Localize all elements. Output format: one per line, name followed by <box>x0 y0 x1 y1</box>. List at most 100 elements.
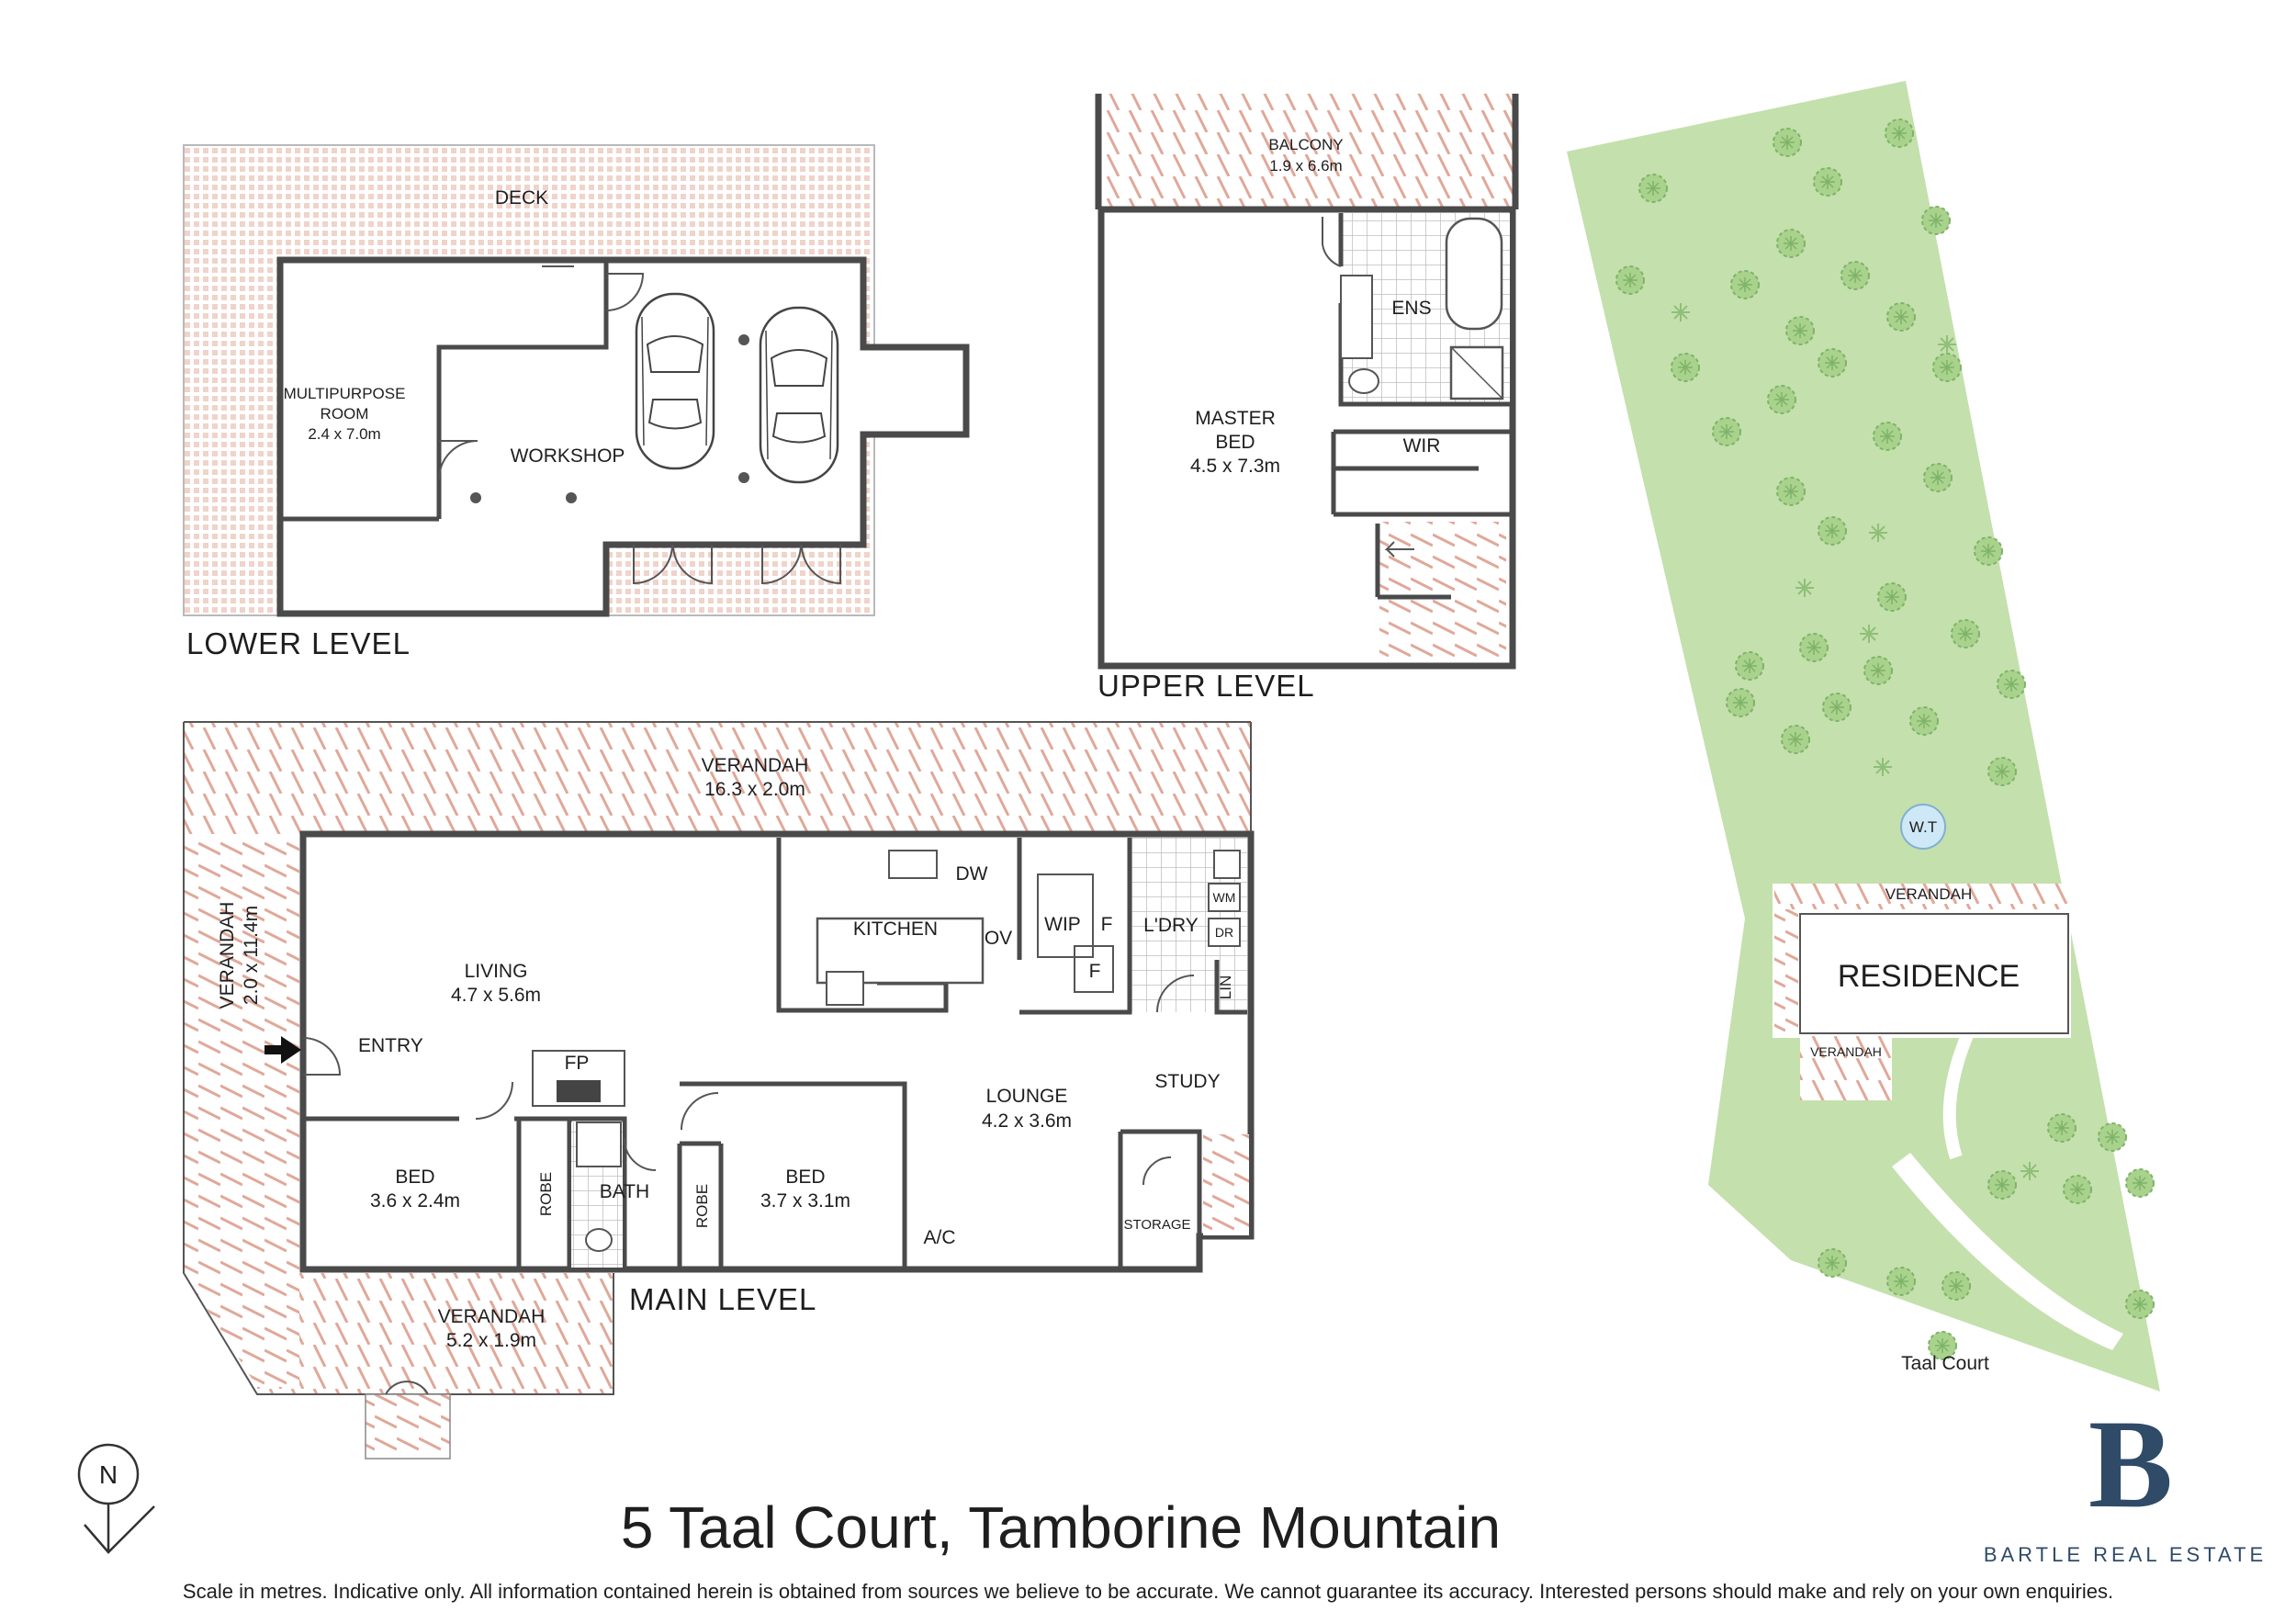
dw-label: DW <box>956 863 988 885</box>
bed1-door <box>475 1081 513 1120</box>
site-verandah-label: VERANDAH <box>1885 885 1972 903</box>
car-coupe <box>759 306 839 484</box>
tree <box>1840 261 1870 290</box>
garage-door-1 <box>633 544 713 585</box>
verandah-bottom <box>257 1273 613 1394</box>
wir-label: WIR <box>1403 435 1441 456</box>
tree <box>1813 167 1842 197</box>
street-label: Taal Court <box>1901 1353 1989 1374</box>
toilet <box>1348 368 1379 394</box>
master-size: 4.5 x 7.3m <box>1190 456 1280 477</box>
post <box>738 334 749 345</box>
master-label-2: BED <box>1215 432 1255 453</box>
living-label: LIVING <box>465 961 528 982</box>
garage-door-2 <box>761 544 841 585</box>
tree <box>1886 1267 1916 1296</box>
disclaimer: Scale in metres. Indicative only. All in… <box>183 1580 2113 1603</box>
kitchen-label: KITCHEN <box>853 919 938 940</box>
tree <box>2047 1113 2077 1143</box>
tree <box>1799 633 1829 662</box>
study-label: STUDY <box>1154 1071 1220 1092</box>
main-level-title: MAIN LEVEL <box>629 1282 816 1316</box>
storage-label: STORAGE <box>1123 1217 1190 1233</box>
car-convertible <box>635 292 715 470</box>
lower-walls <box>276 256 970 617</box>
robe2-walls <box>677 1141 724 1272</box>
storage-walls <box>1118 1129 1202 1269</box>
stair-arrow <box>1384 541 1414 558</box>
kitchen-sink <box>888 850 938 879</box>
bath-label: BATH <box>600 1181 649 1202</box>
site-verandah-small-label: VERANDAH <box>1810 1044 1882 1059</box>
post <box>738 472 749 483</box>
verandah-top-size: 16.3 x 2.0m <box>704 779 805 800</box>
tree <box>1863 656 1893 685</box>
residence-label: RESIDENCE <box>1838 959 2020 994</box>
storage-door <box>1142 1156 1172 1186</box>
tree <box>1932 353 1962 382</box>
tree <box>1941 1271 1971 1301</box>
tree <box>1877 582 1907 612</box>
upper-level-title: UPPER LEVEL <box>1097 669 1315 703</box>
bed2-door <box>681 1092 719 1131</box>
tree <box>1767 385 1796 414</box>
tree <box>1909 706 1939 736</box>
balcony-size: 1.9 x 6.6m <box>1269 157 1342 175</box>
tree <box>2125 1168 2155 1198</box>
site-verandah-small <box>1800 1036 1892 1100</box>
tree <box>2063 1175 2092 1204</box>
shrub <box>1868 523 1888 543</box>
post <box>470 492 481 503</box>
balcony-label: BALCONY <box>1268 136 1343 153</box>
tree <box>1923 463 1953 492</box>
laundry-label: L'DRY <box>1143 915 1199 936</box>
tree <box>1726 688 1755 717</box>
tree <box>1776 229 1806 258</box>
bath-door <box>624 1138 657 1171</box>
fireplace-hearth <box>557 1080 601 1102</box>
tree <box>1818 1248 1847 1278</box>
workshop-label: WORKSHOP <box>511 445 625 467</box>
verandah-bottom-size: 5.2 x 1.9m <box>446 1330 536 1351</box>
shrub <box>1859 624 1879 644</box>
tree <box>1638 174 1668 203</box>
lower-level: DECK MULTIPURPOSE ROOM 2.4 x 7.0m WORKSH… <box>183 144 970 660</box>
workshop-door <box>605 273 645 311</box>
deck-label: DECK <box>495 187 548 209</box>
tree <box>1997 670 2026 699</box>
front-gate <box>385 1381 429 1395</box>
tree <box>1773 128 1802 157</box>
brand-name: BARTLE REAL ESTATE <box>1984 1543 2267 1566</box>
wip-label: WIP <box>1044 914 1081 935</box>
cooktop <box>826 971 864 1006</box>
site-verandah-top <box>1774 884 2069 909</box>
dr-label: DR <box>1215 925 1233 940</box>
lounge-label: LOUNGE <box>986 1086 1068 1107</box>
entry-label: ENTRY <box>358 1035 423 1056</box>
tree <box>1886 302 1916 332</box>
fridge <box>1074 945 1114 993</box>
workshop-wall <box>436 260 609 519</box>
shrub <box>1873 757 1893 777</box>
brand-logo: B BARTLE REAL ESTATE <box>1984 1393 2267 1566</box>
bed2-label: BED <box>785 1167 825 1188</box>
tree <box>1974 536 2003 566</box>
lounge-size: 4.2 x 3.6m <box>982 1110 1072 1132</box>
tree <box>1987 1170 2017 1200</box>
washing-machine <box>1208 883 1241 912</box>
ac-label: A/C <box>923 1227 955 1248</box>
bed1-label: BED <box>395 1167 434 1188</box>
robe1-label: ROBE <box>537 1172 555 1216</box>
water-tank-label: W.T <box>1909 818 1937 836</box>
lin-walls <box>1214 960 1247 1015</box>
tree <box>1776 477 1806 506</box>
entry-door <box>302 1037 342 1076</box>
bed2-size: 3.7 x 3.1m <box>760 1190 850 1212</box>
site-verandah-side <box>1774 909 1798 1038</box>
lower-level-title: LOWER LEVEL <box>186 626 411 660</box>
tree <box>1873 422 1902 451</box>
brand-initial: B <box>2088 1393 2173 1534</box>
lot <box>1567 81 2160 1392</box>
water-tank <box>1900 804 1946 850</box>
front-stairs <box>365 1393 451 1460</box>
